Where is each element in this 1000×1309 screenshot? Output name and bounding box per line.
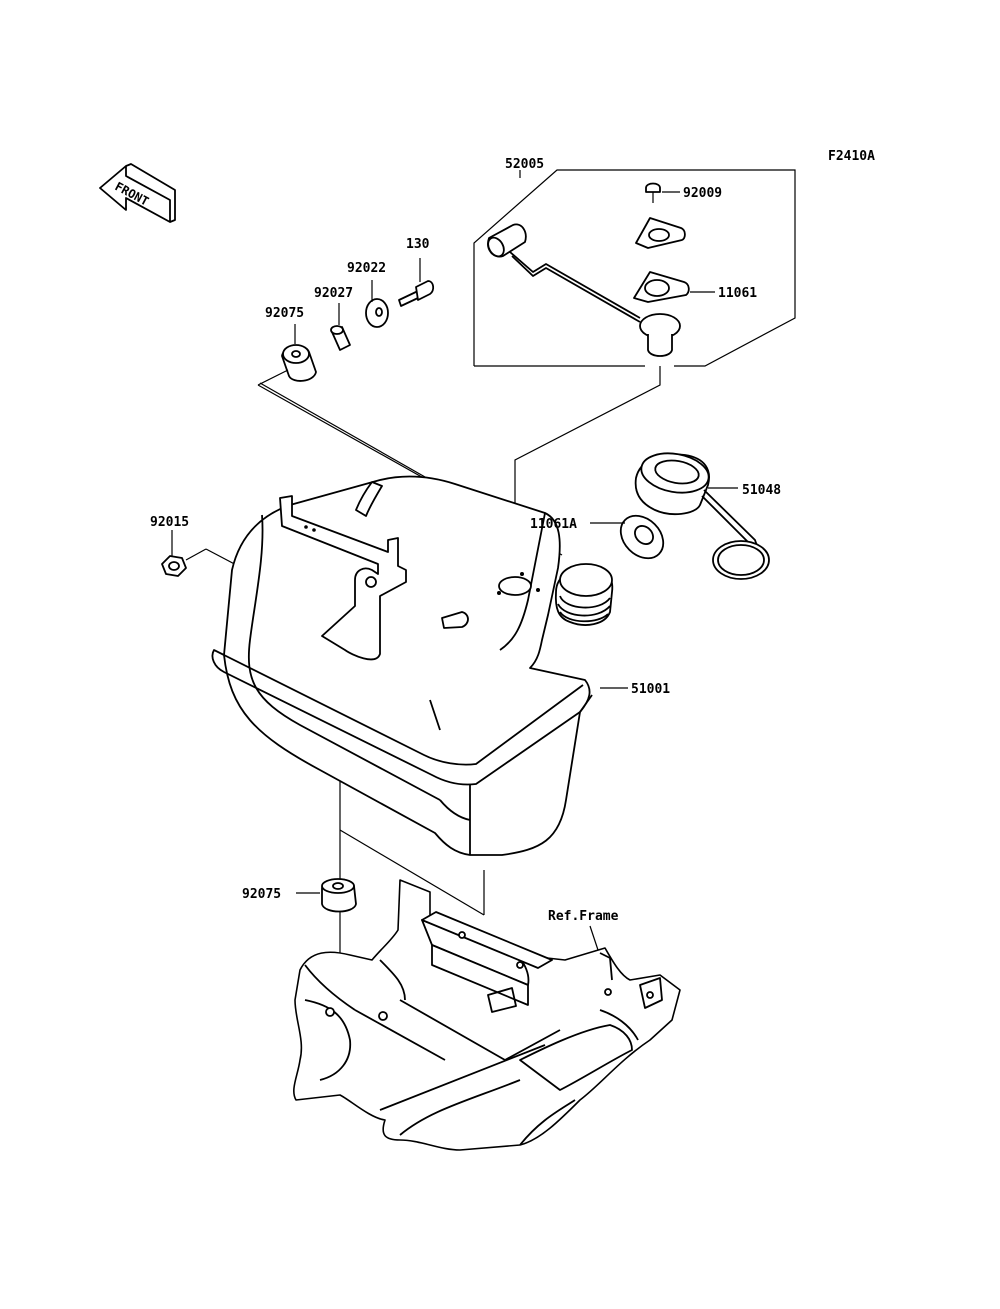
damper-92075-top-icon (281, 344, 317, 382)
nut-92015-icon (161, 555, 187, 577)
bolt-130-icon (398, 280, 435, 307)
callout-92022: 92022 (347, 261, 386, 276)
callout-52005: 52005 (505, 157, 544, 172)
collar-92027-icon (330, 325, 351, 351)
callout-leaders (171, 191, 738, 894)
screw-92009-icon (645, 182, 661, 203)
callout-51048: 51048 (742, 483, 781, 498)
gasket-11061A-icon (619, 514, 665, 560)
fuel-cap-51048-icon (634, 452, 770, 580)
ref-frame-label: Ref.Frame (548, 909, 619, 924)
callout-92075-bottom: 92075 (242, 887, 281, 902)
washer-92022-icon (365, 298, 389, 328)
figure-code: F2410A (828, 149, 875, 164)
callout-92009: 92009 (683, 186, 722, 201)
ref-frame (293, 879, 681, 1151)
gasket-11061 (633, 271, 690, 303)
callout-92027: 92027 (314, 286, 353, 301)
callout-92015: 92015 (150, 515, 189, 530)
plate-92009-seat (635, 217, 686, 249)
front-arrow-icon: FRONT (99, 163, 176, 223)
callout-92075-top: 92075 (265, 306, 304, 321)
sending-unit-group-outline (473, 169, 796, 367)
damper-92075-bottom-icon (321, 878, 357, 913)
fuel-sender-float (487, 223, 681, 357)
callout-11061A: 11061A (530, 517, 577, 532)
callout-130: 130 (406, 237, 430, 252)
fuel-tank-51001 (211, 475, 614, 856)
callout-51001: 51001 (631, 682, 670, 697)
callout-11061: 11061 (718, 286, 757, 301)
